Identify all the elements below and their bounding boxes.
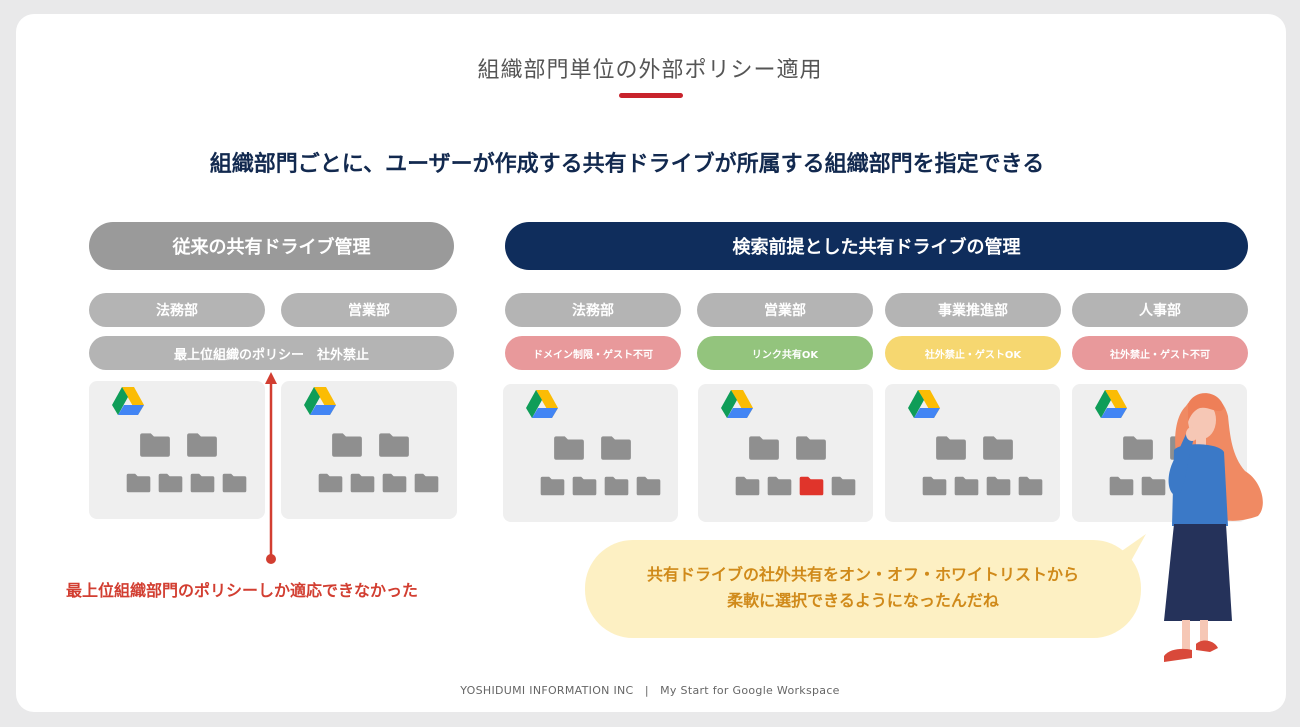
- new-dept-bizdev: 事業推進部: [885, 293, 1061, 327]
- folder-icon: [921, 475, 948, 501]
- folder-icon: [330, 431, 364, 463]
- speech-bubble-text: 共有ドライブの社外共有をオン・オフ・ホワイトリストから 柔軟に選択できるようにな…: [585, 562, 1141, 614]
- folder-icon: [985, 475, 1012, 501]
- highlighted-folder-icon: [798, 475, 825, 501]
- policy-badge-legal: ドメイン制限・ゲスト不可: [505, 336, 681, 370]
- footer: YOSHIDUMI INFORMATION INC | My Start for…: [460, 684, 840, 697]
- folder-icon: [539, 475, 566, 501]
- folder-icon: [766, 475, 793, 501]
- folder-icon: [221, 472, 248, 498]
- subtitle: 組織部門ごとに、ユーザーが作成する共有ドライブが所属する組織部門を指定できる: [209, 152, 1045, 177]
- speech-line-1: 共有ドライブの社外共有をオン・オフ・ホワイトリストから: [646, 565, 1079, 584]
- folder-icon: [981, 434, 1015, 466]
- title-underline: [619, 93, 683, 98]
- speech-bubble: [585, 540, 1141, 638]
- folder-icon: [138, 431, 172, 463]
- google-drive-icon: [720, 389, 754, 423]
- google-drive-icon: [907, 389, 941, 423]
- folder-icon: [1121, 434, 1155, 466]
- folder-icon: [794, 434, 828, 466]
- page-title: 組織部門単位の外部ポリシー適用: [477, 58, 823, 83]
- folder-icon: [603, 475, 630, 501]
- google-drive-icon: [525, 389, 559, 423]
- folder-icon: [157, 472, 184, 498]
- policy-arrow: [265, 372, 277, 564]
- new-dept-hr: 人事部: [1072, 293, 1248, 327]
- google-drive-icon: [303, 386, 337, 420]
- policy-badge-bizdev: 社外禁止・ゲストOK: [885, 336, 1061, 370]
- woman-illustration: [1164, 393, 1263, 662]
- folder-icon: [934, 434, 968, 466]
- legacy-annotation: 最上位組織部門のポリシーしか適応できなかった: [66, 581, 419, 600]
- folder-icon: [1017, 475, 1044, 501]
- folder-icon: [599, 434, 633, 466]
- legacy-header: 従来の共有ドライブ管理: [89, 222, 454, 270]
- folder-icon: [349, 472, 376, 498]
- google-drive-icon: [1094, 389, 1128, 423]
- legacy-dept-legal: 法務部: [89, 293, 265, 327]
- folder-icon: [317, 472, 344, 498]
- speech-line-2: 柔軟に選択できるようになったんだね: [727, 591, 999, 610]
- legacy-dept-sales: 営業部: [281, 293, 457, 327]
- folder-icon: [635, 475, 662, 501]
- folder-icon: [571, 475, 598, 501]
- folder-icon: [830, 475, 857, 501]
- folder-icon: [734, 475, 761, 501]
- folder-icon: [189, 472, 216, 498]
- folder-icon: [377, 431, 411, 463]
- folder-icon: [125, 472, 152, 498]
- policy-badge-hr: 社外禁止・ゲスト不可: [1072, 336, 1248, 370]
- folder-icon: [1140, 475, 1167, 501]
- new-dept-sales: 営業部: [697, 293, 873, 327]
- google-drive-icon: [111, 386, 145, 420]
- folder-icon: [1108, 475, 1135, 501]
- folder-icon: [552, 434, 586, 466]
- folder-icon: [381, 472, 408, 498]
- speech-bubble-tail: [1106, 534, 1146, 570]
- folder-icon: [185, 431, 219, 463]
- new-header: 検索前提とした共有ドライブの管理: [505, 222, 1248, 270]
- folder-icon: [953, 475, 980, 501]
- policy-badge-sales: リンク共有OK: [697, 336, 873, 370]
- new-dept-legal: 法務部: [505, 293, 681, 327]
- folder-icon: [747, 434, 781, 466]
- legacy-top-policy: 最上位組織のポリシー 社外禁止: [89, 336, 454, 370]
- folder-icon: [413, 472, 440, 498]
